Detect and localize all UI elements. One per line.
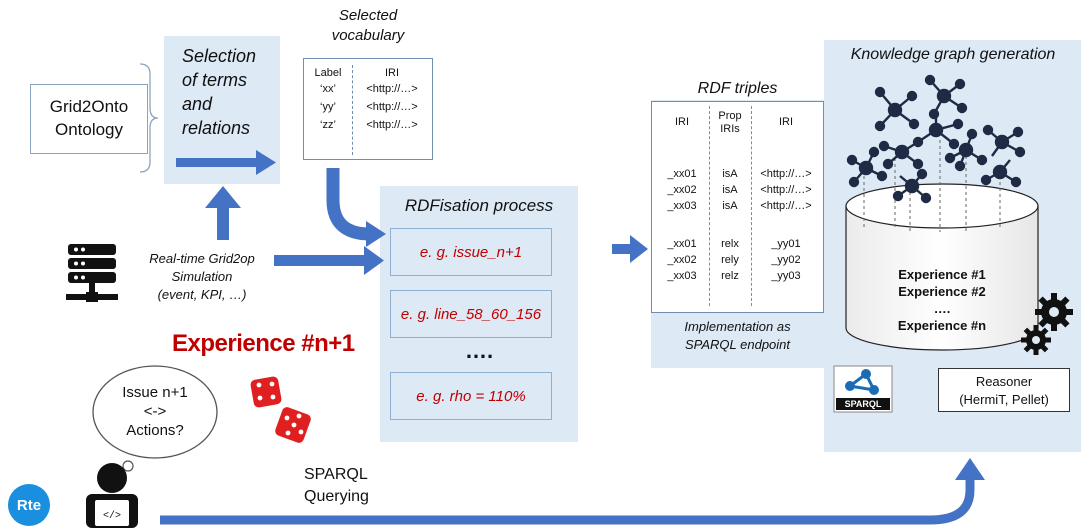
rdf-g2-r1-p: relx [721, 238, 739, 250]
reasoner-line1: Reasoner [975, 374, 1033, 389]
rdf-title: RDF triples [697, 80, 778, 97]
rdfisation-to-rdf-arrow [612, 235, 648, 263]
rdf-g2-r3-o: _yy03 [771, 270, 801, 282]
sparql-querying-label: SPARQL Querying [304, 464, 369, 508]
rdf-g2-r3-p: relz [721, 270, 739, 282]
rdf-g2-r2-s: _xx02 [667, 254, 697, 266]
vocab-divider [352, 65, 353, 155]
svg-text:</>: </> [103, 510, 121, 522]
bubble-line-1: Issue n+1 [122, 384, 188, 401]
vocabulary-table: Label IRI ‘xx’ <http://…> ‘yy’ <http://…… [303, 58, 433, 160]
rdf-header-prop: Prop IRIs [718, 110, 742, 135]
rdf-header-iri2: IRI [778, 116, 794, 128]
vocabulary-title: Selected vocabulary [298, 6, 438, 46]
kg-experience-1: Experience #1 [898, 267, 986, 282]
vocab-row3-iri: <http://…> [366, 119, 418, 131]
kg-experience-ellipsis: …. [933, 301, 951, 316]
vocab-header-iri: IRI [384, 67, 400, 79]
rdf-implementation-line2: SPARQL endpoint [684, 337, 791, 352]
rdf-divider-2 [751, 106, 752, 306]
querying-line2: Querying [304, 488, 369, 505]
sparql-logo [833, 365, 893, 413]
selection-right-arrow [176, 150, 276, 175]
rte-logo: Rte [8, 484, 50, 526]
user-laptop-icon: </> [86, 463, 138, 528]
rdf-g2-r1-o: _yy01 [771, 238, 801, 250]
reasoner-line2: (HermiT, Pellet) [959, 392, 1049, 407]
rdf-g1-r2-o: <http://…> [760, 184, 812, 196]
rdf-g1-r2-p: isA [722, 184, 738, 196]
vocab-row1-iri: <http://…> [366, 83, 418, 95]
vocab-row2-label: ‘yy’ [320, 101, 336, 113]
rdf-implementation: Implementation as SPARQL endpoint [651, 318, 824, 354]
knowledge-graph-network-icon [846, 74, 1026, 204]
vocab-row1-label: ‘xx’ [320, 83, 336, 95]
simulation-right-arrow [274, 246, 384, 275]
dice-icon [250, 376, 311, 443]
rdf-g1-r1-s: _xx01 [667, 168, 697, 180]
rdf-g1-r3-o: <http://…> [760, 200, 812, 212]
vocab-row2-iri: <http://…> [366, 101, 418, 113]
simulation-text: Real-time Grid2op Simulation (event, KPI… [134, 250, 270, 304]
vocabulary-title-line1: Selected [338, 7, 398, 24]
simulation-line-3: (event, KPI, …) [157, 287, 247, 302]
rte-logo-text: Rte [16, 496, 42, 514]
vocab-row3-label: ‘zz’ [320, 119, 336, 131]
querying-line1: SPARQL [304, 466, 368, 483]
rdfisation-title: RDFisation process [404, 196, 554, 215]
kg-title: Knowledge graph generation [850, 46, 1056, 63]
vocabulary-curved-arrow [326, 168, 386, 247]
rdf-g1-r2-s: _xx02 [667, 184, 697, 196]
ontology-line2: Ontology [54, 120, 124, 139]
ontology-label: Grid2Onto Ontology [30, 95, 148, 141]
kg-experiences: Experience #1 Experience #2 …. Experienc… [846, 266, 1038, 334]
kg-experience-2: Experience #2 [898, 284, 986, 299]
server-icon [66, 244, 118, 302]
selection-line-3: and [182, 94, 213, 114]
bubble-line-2: <-> [143, 403, 167, 420]
rdf-implementation-line1: Implementation as [684, 319, 791, 334]
rdf-g2-r2-o: _yy02 [771, 254, 801, 266]
simulation-line-2: Simulation [171, 269, 233, 284]
rdf-g2-r1-s: _xx01 [667, 238, 697, 250]
simulation-up-arrow [205, 186, 241, 240]
query-to-kg-arrow [160, 458, 985, 525]
rdfisation-example-2: e. g. line_58_60_156 [390, 290, 552, 338]
rdfisation-example-3: e. g. rho = 110% [390, 372, 552, 420]
selection-line-4: relations [182, 118, 251, 138]
rdf-header-iri1: IRI [674, 116, 690, 128]
ontology-bracket [139, 63, 159, 173]
reasoner-box: Reasoner (HermiT, Pellet) [938, 368, 1070, 412]
gears-icon [1021, 293, 1073, 355]
vocab-header-label: Label [314, 67, 342, 79]
rdf-table: IRI Prop IRIs IRI _xx01 isA <http://…> _… [651, 101, 824, 313]
sparql-logo-label: SPARQL [844, 399, 882, 409]
rdf-g1-r3-s: _xx03 [667, 200, 697, 212]
rdfisation-ellipsis: …. [464, 338, 494, 363]
selection-text: Selection of terms and relations [182, 44, 256, 140]
rdf-g1-r1-o: <http://…> [760, 168, 812, 180]
rdf-g1-r1-p: isA [722, 168, 738, 180]
selection-line-2: of terms [182, 70, 248, 90]
selection-line-1: Selection [182, 46, 257, 66]
ontology-line1: Grid2Onto [49, 97, 129, 116]
kg-experience-n: Experience #n [897, 318, 987, 333]
vocabulary-title-line2: vocabulary [331, 27, 405, 44]
simulation-line-1: Real-time Grid2op [149, 251, 255, 266]
rdf-g2-r3-s: _xx03 [667, 270, 697, 282]
rdf-divider-1 [709, 106, 710, 306]
rdfisation-example-1: e. g. issue_n+1 [390, 228, 552, 276]
rdf-g2-r2-p: rely [721, 254, 739, 266]
ontology-box [30, 84, 148, 154]
speech-bubble-text: Issue n+1 <-> Actions? [97, 383, 213, 440]
bubble-line-3: Actions? [126, 422, 184, 439]
experience-label: Experience #n+1 [172, 330, 355, 357]
rdf-g1-r3-p: isA [722, 200, 738, 212]
